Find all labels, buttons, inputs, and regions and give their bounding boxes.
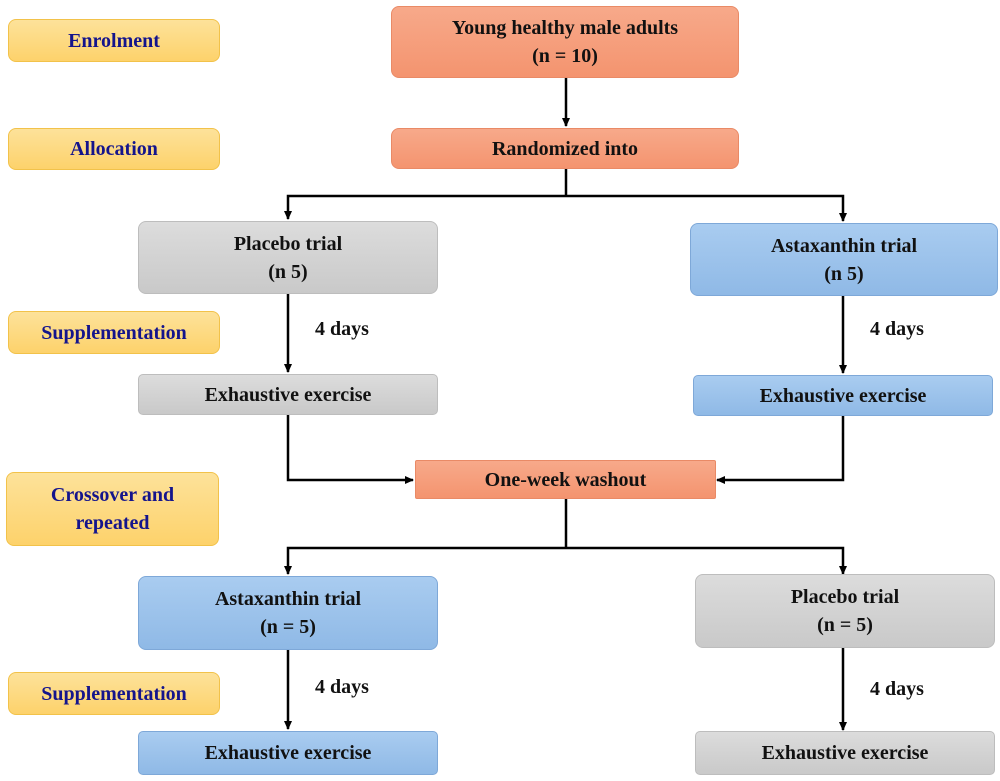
period1-astaxanthin-trial: Astaxanthin trial (n 5)	[690, 223, 998, 296]
participants-box: Young healthy male adults (n = 10)	[391, 6, 739, 78]
stage-enrolment: Enrolment	[8, 19, 220, 62]
arrow-split-right-1	[566, 194, 847, 222]
period1-left-duration: 4 days	[315, 318, 369, 340]
stage-allocation: Allocation	[8, 128, 220, 170]
period1-placebo-trial: Placebo trial (n 5)	[138, 221, 438, 294]
period2-placebo-exercise: Exhaustive exercise	[695, 731, 995, 775]
period1-right-duration: 4 days	[870, 318, 924, 340]
arrow-left-to-washout	[286, 415, 414, 484]
stage-supplementation-2: Supplementation	[8, 672, 220, 715]
arrow-split-right-2	[566, 546, 847, 575]
stage-crossover: Crossover and repeated	[6, 472, 219, 546]
arrow-right-to-washout	[716, 415, 845, 484]
period2-placebo-trial: Placebo trial (n = 5)	[695, 574, 995, 648]
randomized-box: Randomized into	[391, 128, 739, 169]
period1-placebo-exercise: Exhaustive exercise	[138, 374, 438, 415]
period1-astaxanthin-exercise: Exhaustive exercise	[693, 375, 993, 416]
period2-left-duration: 4 days	[315, 676, 369, 698]
period2-right-duration: 4 days	[870, 678, 924, 700]
washout-box: One-week washout	[415, 460, 716, 499]
arrow-split-left-1	[284, 194, 566, 220]
arrow-split-left-2	[284, 546, 566, 575]
stage-supplementation-1: Supplementation	[8, 311, 220, 354]
period2-astaxanthin-exercise: Exhaustive exercise	[138, 731, 438, 775]
period2-astaxanthin-trial: Astaxanthin trial (n = 5)	[138, 576, 438, 650]
